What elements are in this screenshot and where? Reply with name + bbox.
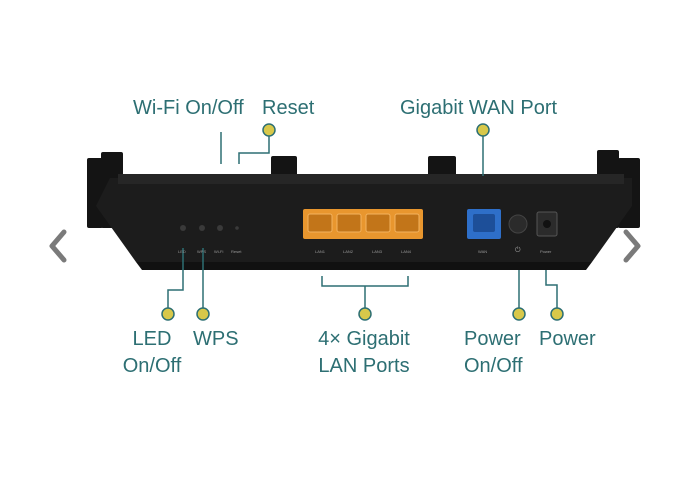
callout-led-line2: On/Off <box>122 355 182 377</box>
callout-power-onoff-line2: On/Off <box>464 355 523 377</box>
power-dot <box>550 307 564 321</box>
wifi-button <box>217 225 223 231</box>
panel-label-reset: Reset <box>231 249 242 254</box>
reset-leader <box>238 132 270 164</box>
panel-label-power: Power <box>540 249 552 254</box>
panel-label-power-symbol: ⏻ <box>515 247 521 254</box>
callout-wifi-onoff: Wi-Fi On/Off <box>133 97 244 119</box>
callout-lan-ports: 4× Gigabit LAN Ports <box>312 326 416 380</box>
callout-power-onoff-line1: Power <box>464 328 521 350</box>
lan-port-3 <box>365 213 391 233</box>
callout-lan-line2: LAN Ports <box>318 355 410 377</box>
carousel-prev-button[interactable] <box>44 226 74 266</box>
led-leader <box>167 248 184 313</box>
wps-button <box>199 225 205 231</box>
power-onoff-button <box>508 214 528 234</box>
wan-dot <box>476 123 490 137</box>
callout-reset: Reset <box>262 97 315 119</box>
reset-dot <box>262 123 276 137</box>
lan-bracket <box>321 276 409 287</box>
panel-label-wan: WAN <box>478 249 488 254</box>
lan-dot <box>358 307 372 321</box>
lan-port-2 <box>336 213 362 233</box>
lan-port-4 <box>394 213 420 233</box>
panel-label-lan3: LAN3 <box>372 249 383 254</box>
callout-wan-port: Gigabit WAN Port <box>400 97 558 119</box>
callout-lan-line1: 4× Gigabit <box>318 328 410 350</box>
carousel-next-button[interactable] <box>616 226 646 266</box>
callout-power: Power <box>539 328 596 350</box>
power-onoff-dot <box>512 307 526 321</box>
panel-label-lan1: LAN1 <box>315 249 326 254</box>
chevron-left-icon <box>49 229 67 263</box>
callout-led-onoff: LED On/Off <box>120 326 184 380</box>
panel-label-wps: WPS <box>197 249 207 254</box>
callout-power-onoff: Power On/Off <box>464 326 523 380</box>
led-button <box>180 225 186 231</box>
antenna-left-outer <box>87 158 103 228</box>
power-leader <box>545 270 558 313</box>
panel-label-wifi: Wi-Fi <box>214 249 224 254</box>
panel-label-lan4: LAN4 <box>401 249 412 254</box>
callout-wps: WPS <box>193 328 239 350</box>
led-dot <box>161 307 175 321</box>
wps-dot <box>196 307 210 321</box>
reset-pinhole <box>235 226 239 230</box>
callout-led-line1: LED <box>132 328 172 350</box>
panel-label-led: LED <box>178 249 186 254</box>
chevron-right-icon <box>623 229 641 263</box>
panel-label-lan2: LAN2 <box>343 249 354 254</box>
lan-port-block <box>303 209 423 239</box>
lan-port-1 <box>307 213 333 233</box>
